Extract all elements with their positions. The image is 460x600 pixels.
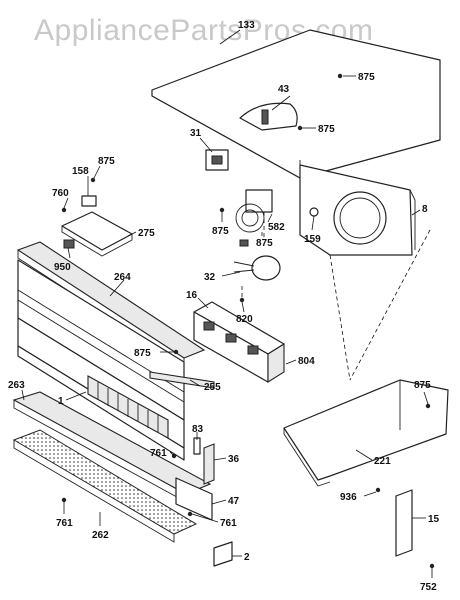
callout-875-fan: 875 [212,226,229,237]
trim-strip-36 [203,443,215,485]
screw-875-top [337,73,343,79]
screw-875-side [425,403,431,409]
callout-158: 158 [72,166,89,177]
callout-875-motor: 875 [256,238,273,249]
screw-875-fan [219,207,225,213]
callout-262: 262 [92,530,109,541]
screw-875-bracket [297,125,303,131]
callout-16: 16 [186,290,198,301]
callout-275: 275 [138,228,155,239]
keypad-display [87,375,169,439]
callout-936: 936 [340,492,357,503]
callout-2: 2 [244,552,250,563]
main-control-panel [17,259,185,461]
callout-8: 8 [422,204,428,215]
screw-875-clip [90,177,96,183]
vent-grille [12,429,198,543]
callout-875-side: 875 [414,380,431,391]
switch-component [205,149,229,171]
callout-159: 159 [304,234,321,245]
callout-761-c: 761 [220,518,237,529]
callout-875-bracket: 875 [318,124,335,135]
side-bracket-221 [283,379,449,487]
callout-582: 582 [268,222,285,233]
cover-bracket [239,102,298,131]
lower-trim-strip [149,371,215,389]
callout-875-panel: 875 [134,348,151,359]
callout-36: 36 [228,454,240,465]
alignment-lines [241,212,431,381]
callout-804: 804 [298,356,315,367]
screw-761-c [187,511,193,517]
callout-820: 820 [236,314,253,325]
callout-133: 133 [238,20,255,31]
callout-263: 263 [8,380,25,391]
callout-950: 950 [54,262,71,273]
top-cover-panel [151,29,441,179]
fan-motor [233,239,281,281]
screw-752 [429,563,435,569]
bracket-83 [193,437,201,455]
electronic-control-board [193,301,285,383]
screw-820 [239,297,245,303]
callout-1: 1 [58,396,64,407]
screw-761-b [61,497,67,503]
screw-760 [61,207,67,213]
callout-31: 31 [190,128,202,139]
blower-fan [235,189,319,233]
callout-875-top: 875 [358,72,375,83]
callout-875-clip: 875 [98,156,115,167]
callout-255: 255 [204,382,221,393]
callout-221: 221 [374,456,391,467]
plate-15 [395,489,413,557]
callout-43: 43 [278,84,290,95]
callout-labels: 133 875 43 875 31 158 875 760 275 8 875 … [8,20,440,593]
callout-761-b: 761 [56,518,73,529]
callout-761-a: 761 [150,448,167,459]
mounting-plate-275 [61,211,133,257]
knob-950 [63,239,75,249]
callout-32: 32 [204,272,216,283]
screw-875-panel [173,349,179,355]
callout-264: 264 [114,272,131,283]
callout-760: 760 [52,188,69,199]
callout-752: 752 [420,582,437,593]
callout-47: 47 [228,496,240,507]
clip-158 [81,195,97,207]
leader-lines [21,29,433,578]
clip-2 [213,541,233,567]
screw-936 [375,487,381,493]
rear-back-panel [299,164,416,256]
callout-83: 83 [192,424,204,435]
callout-15: 15 [428,514,440,525]
